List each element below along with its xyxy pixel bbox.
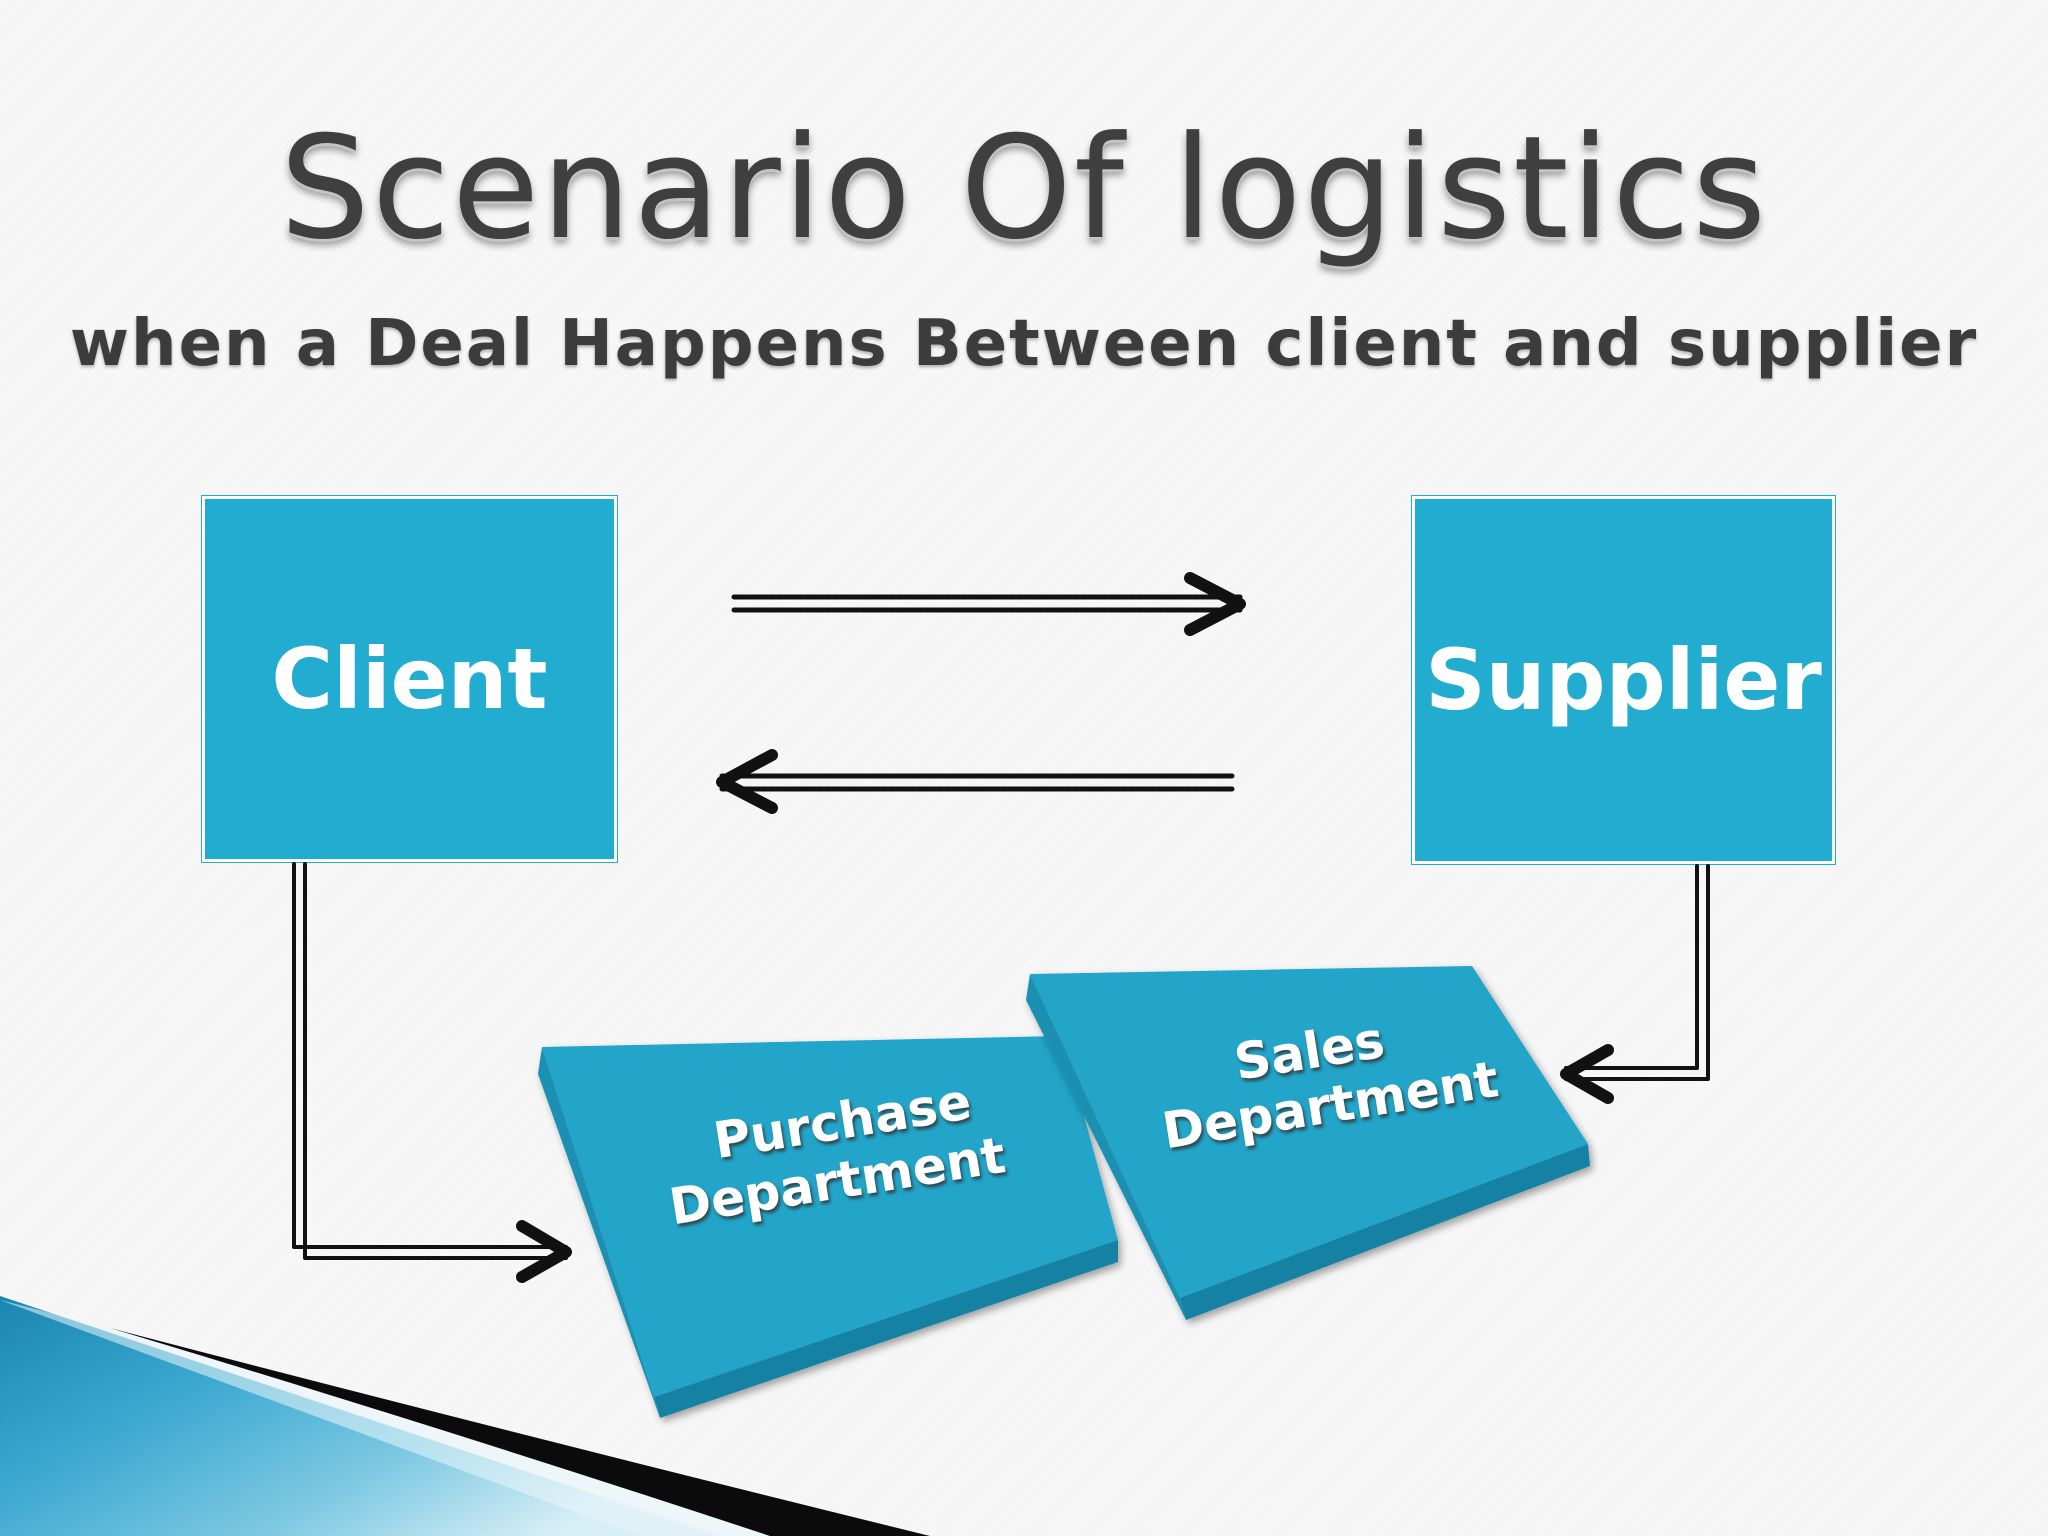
client-box: Client <box>202 496 617 862</box>
purchase-department-block: Purchase Department <box>538 1036 1118 1418</box>
slide-title: Scenario Of logistics <box>279 106 1769 271</box>
supplier-box: Supplier <box>1412 496 1835 864</box>
purchase-top-face <box>542 1036 1118 1397</box>
sales-front-face <box>1180 1144 1590 1320</box>
arrow-client-to-purchase <box>292 862 572 1283</box>
arrow-client-to-supplier <box>731 572 1246 636</box>
supplier-label: Supplier <box>1425 631 1822 729</box>
arrow-supplier-to-sales <box>1560 864 1710 1104</box>
arrow-supplier-to-client <box>716 749 1235 814</box>
client-label: Client <box>271 630 548 728</box>
sales-department-block: Sales Department <box>1026 966 1590 1320</box>
swoosh-highlight <box>0 1300 780 1536</box>
purchase-front-face <box>654 1240 1118 1418</box>
slide-subtitle: when a Deal Happens Between client and s… <box>69 307 1979 381</box>
sales-top-face <box>1030 966 1588 1298</box>
sales-left-face <box>1026 974 1186 1320</box>
purchase-left-face <box>538 1047 660 1418</box>
